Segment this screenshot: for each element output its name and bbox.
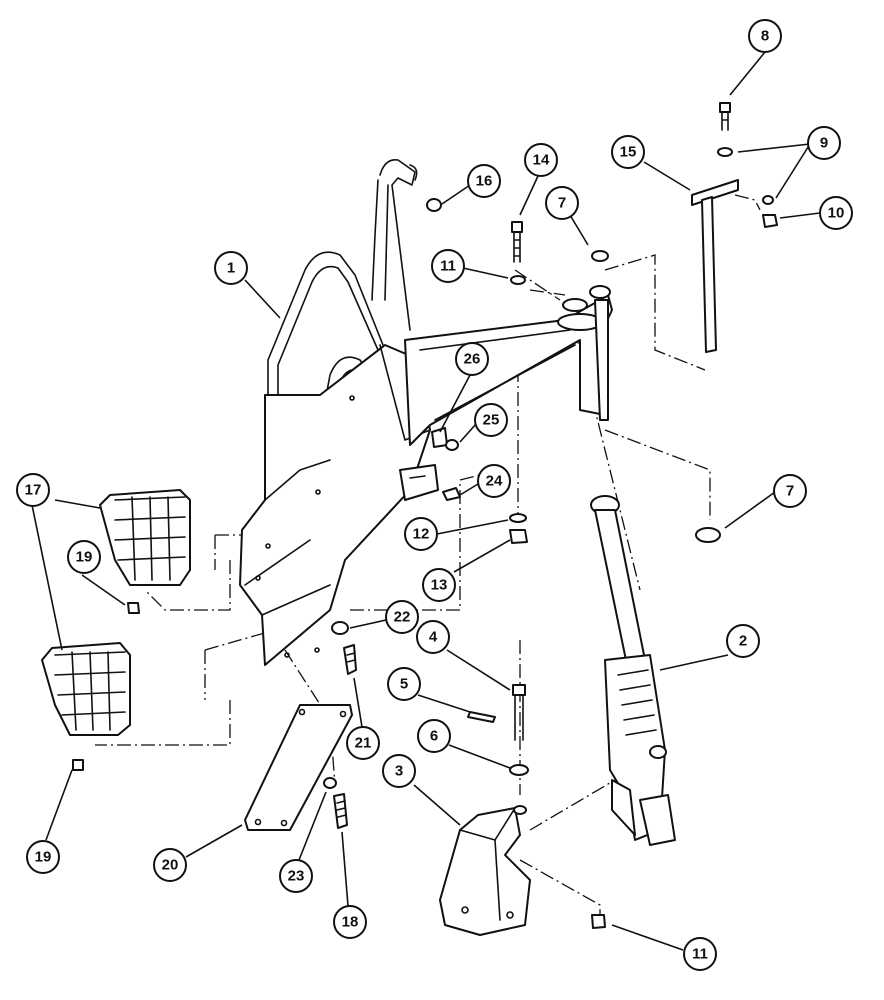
callout-label: 10 [828,205,845,222]
callout-7-lower: 7 [773,474,807,508]
callout-18: 18 [333,905,367,939]
callout-9: 9 [807,126,841,160]
callout-26: 26 [455,342,489,376]
callout-label: 11 [440,258,456,275]
callout-11-lower: 11 [683,937,717,971]
long-rod [691,179,739,353]
callout-1: 1 [214,251,248,285]
hardware [72,102,778,929]
callout-12: 12 [404,517,438,551]
callout-20: 20 [153,848,187,882]
callout-11-upper: 11 [431,249,465,283]
callout-21: 21 [346,726,380,760]
callout-label: 3 [395,763,403,780]
callout-label: 24 [486,473,503,490]
callout-3: 3 [382,754,416,788]
callout-2: 2 [726,624,760,658]
callout-label: 6 [430,728,438,745]
callout-15: 15 [611,135,645,169]
callout-label: 15 [620,144,637,161]
callout-17: 17 [16,473,50,507]
callout-label: 22 [394,609,411,626]
main-frame-arm [399,285,613,501]
mounting-plate [244,704,353,831]
callout-label: 7 [786,483,794,500]
callout-label: 23 [288,868,305,885]
callout-label: 1 [227,260,235,277]
callout-6: 6 [417,719,451,753]
callout-label: 17 [25,482,42,499]
callout-label: 9 [820,135,828,152]
callout-label: 25 [483,412,500,429]
hydraulic-cylinder [590,495,676,846]
callout-label: 18 [342,914,359,931]
callout-16: 16 [467,164,501,198]
callout-label: 16 [476,173,493,190]
callout-label: 14 [533,152,550,169]
callout-19-upper: 19 [67,540,101,574]
callout-label: 19 [35,849,52,866]
callout-4: 4 [416,620,450,654]
base-bracket [439,805,531,936]
callout-label: 7 [558,195,566,212]
callout-13: 13 [422,568,456,602]
callout-label: 11 [692,946,708,963]
callout-25: 25 [474,403,508,437]
step-tread-lower [41,642,131,736]
callout-22: 22 [385,600,419,634]
callout-10: 10 [819,196,853,230]
callout-19-lower: 19 [26,840,60,874]
step-tread-upper [99,489,191,586]
callout-label: 21 [355,735,372,752]
callout-14: 14 [524,143,558,177]
assembly-lines [95,194,761,915]
callout-label: 2 [739,633,747,650]
callout-label: 19 [76,549,93,566]
callout-label: 8 [761,28,769,45]
callout-7-upper: 7 [545,186,579,220]
callout-23: 23 [279,859,313,893]
callout-24: 24 [477,464,511,498]
callout-label: 4 [429,629,438,646]
callout-label: 13 [431,577,448,594]
callout-label: 12 [413,526,430,543]
callout-label: 5 [400,676,408,693]
callout-8: 8 [748,19,782,53]
callout-label: 26 [464,351,481,368]
callout-5: 5 [387,667,421,701]
callout-label: 20 [162,857,179,874]
